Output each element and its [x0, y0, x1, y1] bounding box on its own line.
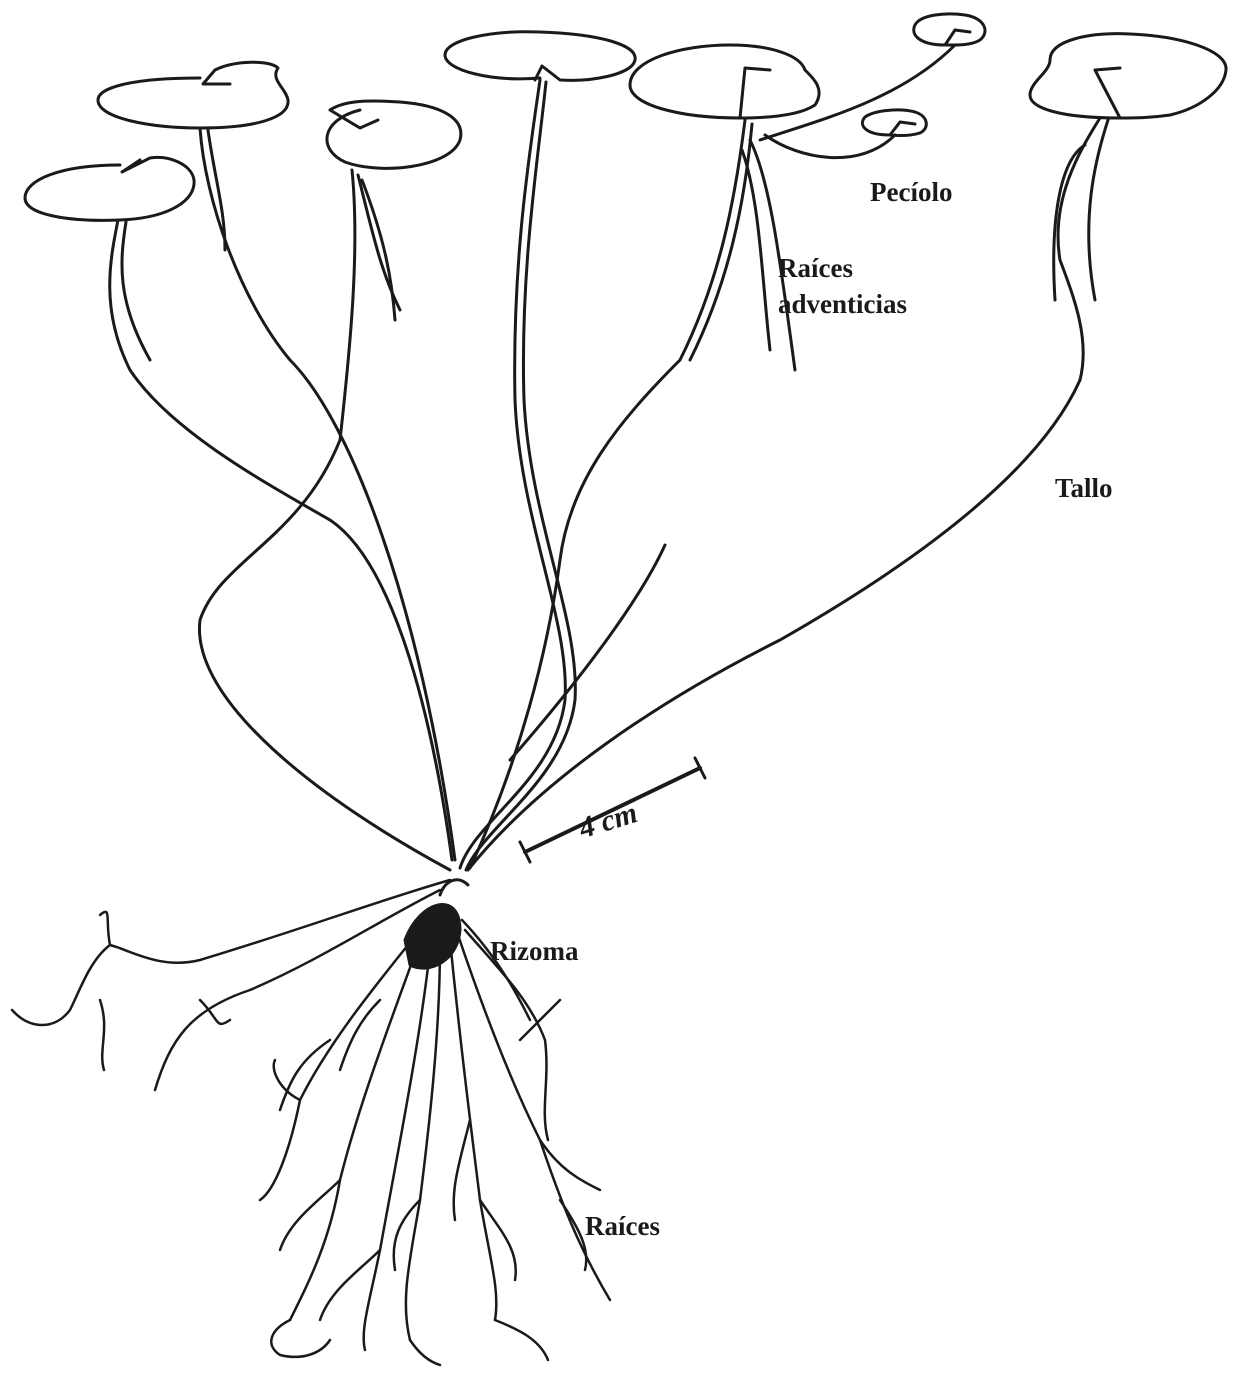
leaf-5: [630, 45, 819, 118]
leaf-3: [327, 101, 461, 168]
raices-label: Raíces: [585, 1210, 660, 1242]
leaf-6-small: [914, 14, 985, 45]
peciolo-label: Pecíolo: [870, 176, 952, 208]
leaf-4: [445, 32, 635, 81]
leaf-7-small: [862, 110, 926, 136]
leaf-1: [25, 157, 194, 220]
leaf-2: [98, 62, 288, 128]
leaf-8: [1030, 34, 1226, 118]
petioles: [110, 45, 1108, 870]
raices-adventicias-label-line2: adventicias: [778, 288, 907, 320]
rizoma-label: Rizoma: [490, 935, 578, 967]
raices-adventicias-label-line1: Raíces: [778, 252, 853, 284]
tallo-label: Tallo: [1055, 472, 1113, 504]
